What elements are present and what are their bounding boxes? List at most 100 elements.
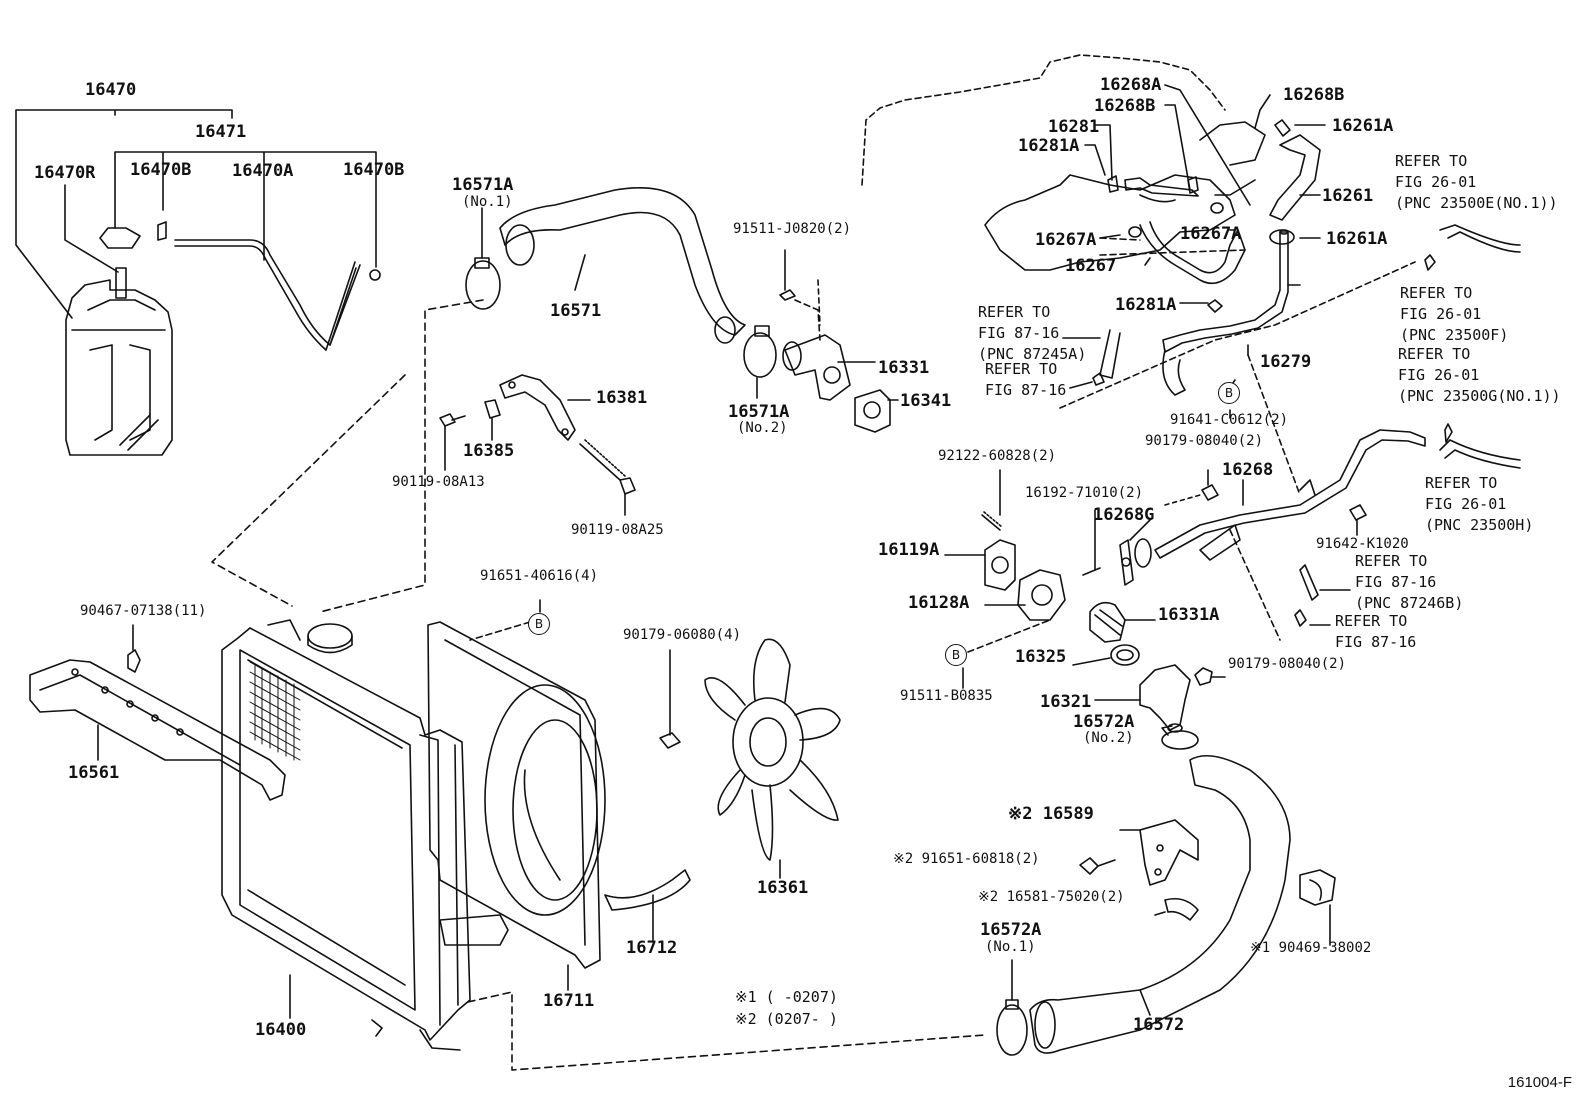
- figure-code: 161004-F: [1507, 1074, 1572, 1091]
- label-16128A: 16128A: [908, 593, 970, 613]
- label-91651-40616: 91651-40616(4): [480, 568, 599, 584]
- label-16470B-1: 16470B: [130, 160, 192, 180]
- hose-16572: [1029, 754, 1291, 1054]
- label-16361: 16361: [757, 878, 809, 898]
- label-16325: 16325: [1015, 647, 1067, 667]
- label-16268A: 16268A: [1100, 75, 1162, 95]
- clamp-16571A-no2: [743, 332, 777, 378]
- shroud-seal-16712: [604, 869, 691, 911]
- ref-pnc-23500h: REFER TO FIG 26-01 (PNC 23500H): [1425, 474, 1534, 534]
- label-91642-K1020: 91642-K1020: [1316, 536, 1409, 552]
- label-16321: 16321: [1040, 692, 1092, 712]
- housing-16321: [1139, 664, 1191, 731]
- label-16279: 16279: [1260, 352, 1312, 372]
- callout-b-top: B: [1218, 382, 1240, 404]
- label-16268B-1: 16268B: [1094, 96, 1156, 116]
- label-90119-08A13: 90119-08A13: [392, 474, 485, 490]
- reservoir-cap: [99, 227, 141, 249]
- label-16471: 16471: [195, 122, 247, 142]
- label-90179-06080: 90179-06080(4): [623, 627, 742, 643]
- callout-b-left: B: [528, 613, 550, 635]
- ref-pnc-23500g: REFER TO FIG 26-01 (PNC 23500G(NO.1)): [1398, 345, 1561, 405]
- label-90467-07138: 90467-07138(11): [80, 603, 207, 619]
- label-16571A-2: 16571A: [728, 402, 790, 422]
- clamp-16572A-no2: [1161, 730, 1199, 750]
- label-16572A-1: 16572A: [980, 920, 1042, 940]
- fan-16361: [704, 638, 841, 861]
- clamp-16571A-no1: [465, 260, 501, 310]
- label-16572A-2-no: (No.2): [1083, 730, 1134, 746]
- gasket-16325: [1110, 644, 1140, 666]
- label-16341: 16341: [900, 391, 952, 411]
- radiator-cap: [307, 623, 353, 649]
- label-16571A-1: 16571A: [452, 175, 514, 195]
- label-16470: 16470: [85, 80, 137, 100]
- label-16267: 16267: [1065, 256, 1117, 276]
- water-outlet: [784, 334, 851, 401]
- radiator: [221, 627, 471, 1041]
- label-16571A-2-no: (No.2): [737, 420, 788, 436]
- label-16281A-1: 16281A: [1018, 136, 1080, 156]
- label-16712: 16712: [626, 938, 678, 958]
- leader-16470: [15, 109, 233, 319]
- label-16281: 16281: [1048, 117, 1100, 137]
- ref-pnc-23500f: REFER TO FIG 26-01 (PNC 23500F): [1400, 284, 1509, 344]
- label-16385: 16385: [463, 441, 515, 461]
- label-91511-B0835: 91511-B0835: [900, 688, 993, 704]
- label-91651-60818: ※2 91651-60818(2): [893, 851, 1040, 867]
- reservoir-tank: [65, 279, 173, 456]
- label-16261: 16261: [1322, 186, 1374, 206]
- label-16711: 16711: [543, 991, 595, 1011]
- label-16589: ※2 16589: [1008, 804, 1094, 824]
- bracket-16381: [499, 374, 576, 441]
- ref-pnc-87245a: REFER TO FIG 87-16 (PNC 87245A): [978, 303, 1087, 363]
- water-inlet-16128A: [1017, 569, 1066, 621]
- label-16572: 16572: [1133, 1015, 1185, 1035]
- label-91511-J0820: 91511-J0820(2): [733, 221, 852, 237]
- label-16281A-2: 16281A: [1115, 295, 1177, 315]
- engine-outline: [861, 54, 1226, 186]
- label-16400: 16400: [255, 1020, 307, 1040]
- label-16192-71010: 16192-71010(2): [1025, 485, 1144, 501]
- label-16268B-2: 16268B: [1283, 85, 1345, 105]
- ref-pnc-87246b: REFER TO FIG 87-16 (PNC 87246B): [1355, 552, 1464, 612]
- label-91641-C0612: 91641-C0612(2): [1170, 412, 1289, 428]
- gasket-16341: [854, 389, 891, 433]
- note-applicability-1: ※1 ( -0207): [735, 988, 838, 1006]
- thermostat-16331A: [1089, 601, 1126, 643]
- leader-16470R: [64, 184, 119, 273]
- label-16268G: 16268G: [1093, 505, 1155, 525]
- label-92122-60828: 92122-60828(2): [938, 448, 1057, 464]
- label-16261A-2: 16261A: [1326, 229, 1388, 249]
- hose-16267: [1139, 221, 1246, 285]
- label-16470B-2: 16470B: [343, 160, 405, 180]
- callout-b-mid: B: [945, 644, 967, 666]
- bracket-16589: [1139, 819, 1199, 886]
- label-16561: 16561: [68, 763, 120, 783]
- label-16470R: 16470R: [34, 163, 96, 183]
- fan-shroud-16711: [427, 621, 601, 969]
- ref-fig-87-16-b: REFER TO FIG 87-16: [1335, 612, 1417, 651]
- clip-90469: [1299, 869, 1336, 906]
- label-16581-75020: ※2 16581-75020(2): [978, 889, 1125, 905]
- ref-fig-87-16-a: REFER TO FIG 87-16: [985, 360, 1067, 399]
- label-90119-08A25: 90119-08A25: [571, 522, 664, 538]
- label-16267A-1: 16267A: [1035, 230, 1097, 250]
- hose-16261: [1269, 134, 1321, 221]
- label-90469-38002: ※1 90469-38002: [1250, 940, 1372, 956]
- label-16381: 16381: [596, 388, 648, 408]
- leader-16471: [114, 151, 377, 268]
- overflow-hose: [174, 239, 361, 346]
- label-16571A-1-no: (No.1): [462, 194, 513, 210]
- label-16261A-1: 16261A: [1332, 116, 1394, 136]
- label-16470A: 16470A: [232, 161, 294, 181]
- pipe-16268: [1154, 429, 1426, 559]
- gasket-16119A: [984, 539, 1016, 591]
- hose-16571: [499, 187, 746, 336]
- support-16561: [29, 659, 286, 801]
- label-16331A: 16331A: [1158, 605, 1220, 625]
- label-16267A-2: 16267A: [1180, 224, 1242, 244]
- label-16571: 16571: [550, 301, 602, 321]
